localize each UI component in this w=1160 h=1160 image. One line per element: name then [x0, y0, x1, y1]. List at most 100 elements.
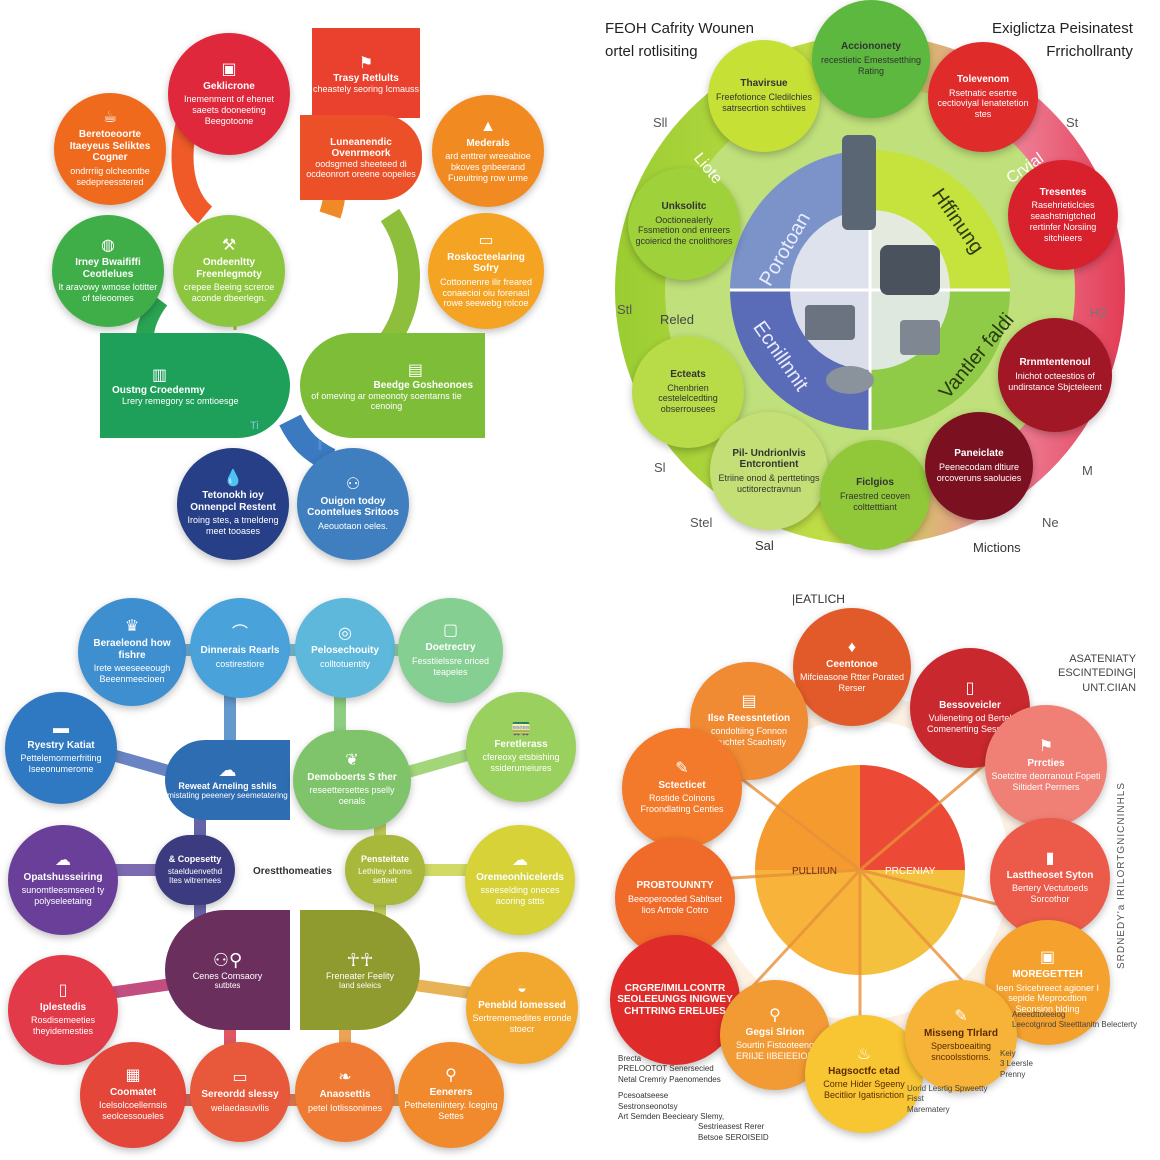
crown-icon: ♛: [124, 618, 140, 636]
net-node-oremeonhicelerds: ☁ Oremeonhicelerds sseeselding oneces ac…: [465, 825, 575, 935]
wheel-node-tresentes: Tresentes Rasehrieticlcies seashstnigtch…: [1008, 160, 1118, 270]
wheel-node-thavirsue: Thavirsue Freefotionce Cledilchies satrs…: [708, 40, 820, 152]
bus-icon: ▬: [53, 719, 69, 737]
square-icon: ▭: [232, 1069, 248, 1087]
net-hub-reweat: ☁ Reweat Arneling sshils mistating peeen…: [165, 740, 290, 820]
frame-icon: ▢: [442, 622, 459, 640]
side-label: Mictions: [973, 540, 1021, 555]
wheel-node-unksolitc: Unksolitc Ooctionealerly Fssmetion ond e…: [628, 168, 740, 280]
mountain-icon: ▲: [480, 117, 496, 135]
net-node-anaosettis: ❧ Anaosettis petel Iotlissonimes: [295, 1042, 395, 1142]
cloud-icon: ☁: [218, 760, 237, 780]
node-beedge-gosheonoes: ▤ Beedge Gosheonoes of omeving ar omeono…: [300, 333, 485, 438]
net-node-beraeleond: ♛ Beraeleond how fishre Irete weeseeeoug…: [78, 598, 186, 706]
node-irney: ◍ Irney Bwaififfi Ceotlelues lt aravowy …: [52, 215, 164, 327]
crowd-icon: ⚇: [345, 475, 361, 493]
drop-icon: 💧: [223, 470, 243, 488]
pin-icon: ⚲: [445, 1066, 457, 1084]
net-node-demoboerts: ❦ Demoboerts S ther reseettersettes psel…: [293, 730, 411, 830]
net-node-iplestedis: ▯ Iplestedis Rosdisemeeties theyidemesti…: [8, 955, 118, 1065]
net-node-copesetty: & Copesetty staelduenvethd Ites witrerne…: [155, 835, 235, 905]
net-node-opatshusseiring: ☁ Opatshusseiring sunomtleesmseed ty pol…: [8, 825, 118, 935]
burst-node-lasttheoset: ▮ Lasttheoset Syton Bertery Vectutoeds S…: [990, 818, 1110, 938]
node-luneanendic: Luneanendic Ovenrmeork oodsgrned sheetee…: [300, 115, 422, 200]
burst-node-crgre: CRGRE/IMILLCONTR SEOLEEUNGS INIGWEY CHTT…: [610, 935, 740, 1065]
net-node-dinnerais: ⌒ Dinnerais Rearls costirestiore: [190, 598, 290, 698]
wheel-node-rrnmtentenoul: Rrnmtentenoul Inichot octeestios of undi…: [998, 318, 1112, 432]
burst-node-prrcties: ⚑ Prrcties Soetcitre deorranout Fopeti S…: [985, 705, 1107, 827]
wheel-title-left: FEOH Cafrity Wounen ortel rotlisiting: [605, 20, 754, 60]
side-label: Sll: [653, 115, 668, 130]
book-icon: ▤: [741, 692, 757, 710]
burst-node-misseng: ✎ Misseng Tlrlard Spersboeaiting sncools…: [905, 980, 1017, 1092]
wheel-node-ficlgios: Ficlgios Fraestred ceoven colttetttiant: [820, 440, 930, 550]
side-label: Ne: [1042, 515, 1059, 530]
burst-top-label: |EATLICH: [792, 592, 845, 606]
burst-node-ceentonoe: ♦ Ceentonoe Mifcieasone Rtter Porated Re…: [793, 608, 911, 726]
note-icon: ▮: [1045, 849, 1055, 867]
box-icon: ▣: [1039, 949, 1056, 967]
network-center-label: Orestthomeaties: [253, 866, 332, 877]
wheel-node-acciononety: Acciononety recestietic Emestsetthing Ra…: [812, 0, 930, 118]
side-label: Reled: [660, 312, 694, 327]
burst-graphic: [685, 695, 1035, 1045]
node-roskocteelaring: ▭ Roskocteelaring Sofry Cottoonenre ilir…: [428, 213, 544, 329]
train-icon: 🚃: [511, 718, 531, 736]
net-node-pensteitate: Pensteitate Lethitey shoms setteet: [345, 835, 425, 905]
burst-right-title: ASATENIATY ESCINTEDING| UNT.CIIAN: [1058, 653, 1137, 694]
wheel-title-right: Exiglictza Peisinatest Frrichollranty: [992, 20, 1133, 60]
leaf-icon: ❦: [345, 751, 359, 769]
wheel-node-pil: Pil- Undrionlvis Entcrontient Etriine on…: [710, 412, 828, 530]
bowl-icon: ◒: [517, 979, 527, 997]
net-node-doetrectry: ▢ Doetrectry Fesstiielssre oriced teapel…: [398, 598, 503, 703]
people-icon: ⚇⚲: [212, 950, 243, 970]
node-beretoeoorte: ☕ Beretoeoorte Itaeyeus Seliktes Cogner …: [54, 93, 166, 205]
burst-center-left: PULLIIUN: [792, 866, 838, 877]
battery-icon: ▭: [478, 231, 494, 249]
net-node-coomatet: ▦ Coomatet Icelsolcoellernsis seolcessou…: [80, 1042, 186, 1148]
pen-icon: ✎: [954, 1007, 968, 1025]
side-label: Sl: [654, 460, 666, 475]
drop-icon: ♨: [856, 1045, 872, 1063]
net-hub-freneater: ☥☥ Freneater Feelity Iand seleics: [300, 910, 420, 1030]
net-node-sereordd: ▭ Sereordd slessy welaedasuvilis: [190, 1042, 290, 1142]
net-node-ryestry: ▬ Ryestry Katiat Pettelemormerfriting Is…: [5, 692, 117, 804]
cup-icon: ☕: [102, 109, 118, 127]
node-mederals: ▲ Mederals ard enttrer wreeabioe bkoves …: [432, 95, 544, 207]
burst-center-right: PRCENIAY: [885, 866, 936, 877]
side-label: Stel: [690, 515, 713, 530]
phone-icon: ▯: [58, 981, 68, 999]
connector-label: Ti: [250, 420, 259, 432]
net-hub-cenes: ⚇⚲ Cenes Comsaory sutbtes: [165, 910, 290, 1030]
panel-circular-wheel: FEOH Cafrity Wounen ortel rotlisiting Ex…: [580, 0, 1160, 580]
side-label: M: [1082, 463, 1093, 478]
side-label: Stl: [617, 302, 633, 317]
panel-process-flow: ▣ Geklicrone Inemenment of ehenet saeets…: [0, 0, 580, 580]
node-oustng-croedenmy: ▥ Oustng Croedenmy Lrery remegory sc omt…: [100, 333, 290, 438]
burst-notes-right: Aeeedttoleeiog Leecotgnrod Steetttanitn …: [907, 1010, 1137, 1114]
side-label: Sal: [755, 538, 774, 553]
bulb-icon: ♦: [847, 638, 857, 656]
cloud-icon: ☁: [512, 851, 528, 869]
node-ouigon: ⚇ Ouigon todoy Coontelues Sritoos Aeouot…: [297, 448, 409, 560]
target-icon: ◎: [338, 625, 352, 643]
side-label: St: [1066, 115, 1079, 130]
node-trasy-retlults: ⚑ Trasy Retlults cheastely seoring Icmau…: [312, 28, 420, 118]
flag-icon: ⚑: [1038, 737, 1054, 755]
burst-node-hagsoctfc: ♨ Hagsoctfc etad Corne Hider Sgeeny Beci…: [805, 1015, 923, 1133]
panel-network-grid: ☁ Reweat Arneling sshils mistating peeen…: [0, 580, 580, 1160]
phone-icon: ▯: [965, 679, 975, 697]
net-node-penebld: ◒ Penebld Iomessed Sertrememedites erond…: [466, 952, 578, 1064]
wheel-node-ecteats: Ecteats Chenbrien cestelelcedting obserr…: [632, 336, 744, 448]
pin-icon: ⚲: [769, 1006, 781, 1024]
wheel-node-paneiclate: Paneiclate Peenecodam dltiure orcoveruns…: [925, 412, 1033, 520]
gavel-icon: ⚒: [221, 237, 237, 255]
node-ondeenltty: ⚒ Ondeenltty Freenlegmoty crepee Beeing …: [173, 215, 285, 327]
burst-node-sctecticet: ✎ Sctecticet Rostide Colnons Froondlatin…: [622, 728, 742, 848]
chart-icon: ▤: [407, 362, 423, 379]
net-node-feretlerass: 🚃 Feretlerass cfereoxy etsbishing ssider…: [466, 692, 576, 802]
scroll-icon: ❧: [338, 1069, 352, 1087]
figure-icon: ⚑: [358, 54, 374, 72]
cloud-icon: ☁: [55, 851, 71, 869]
bars-icon: ▥: [152, 367, 168, 384]
